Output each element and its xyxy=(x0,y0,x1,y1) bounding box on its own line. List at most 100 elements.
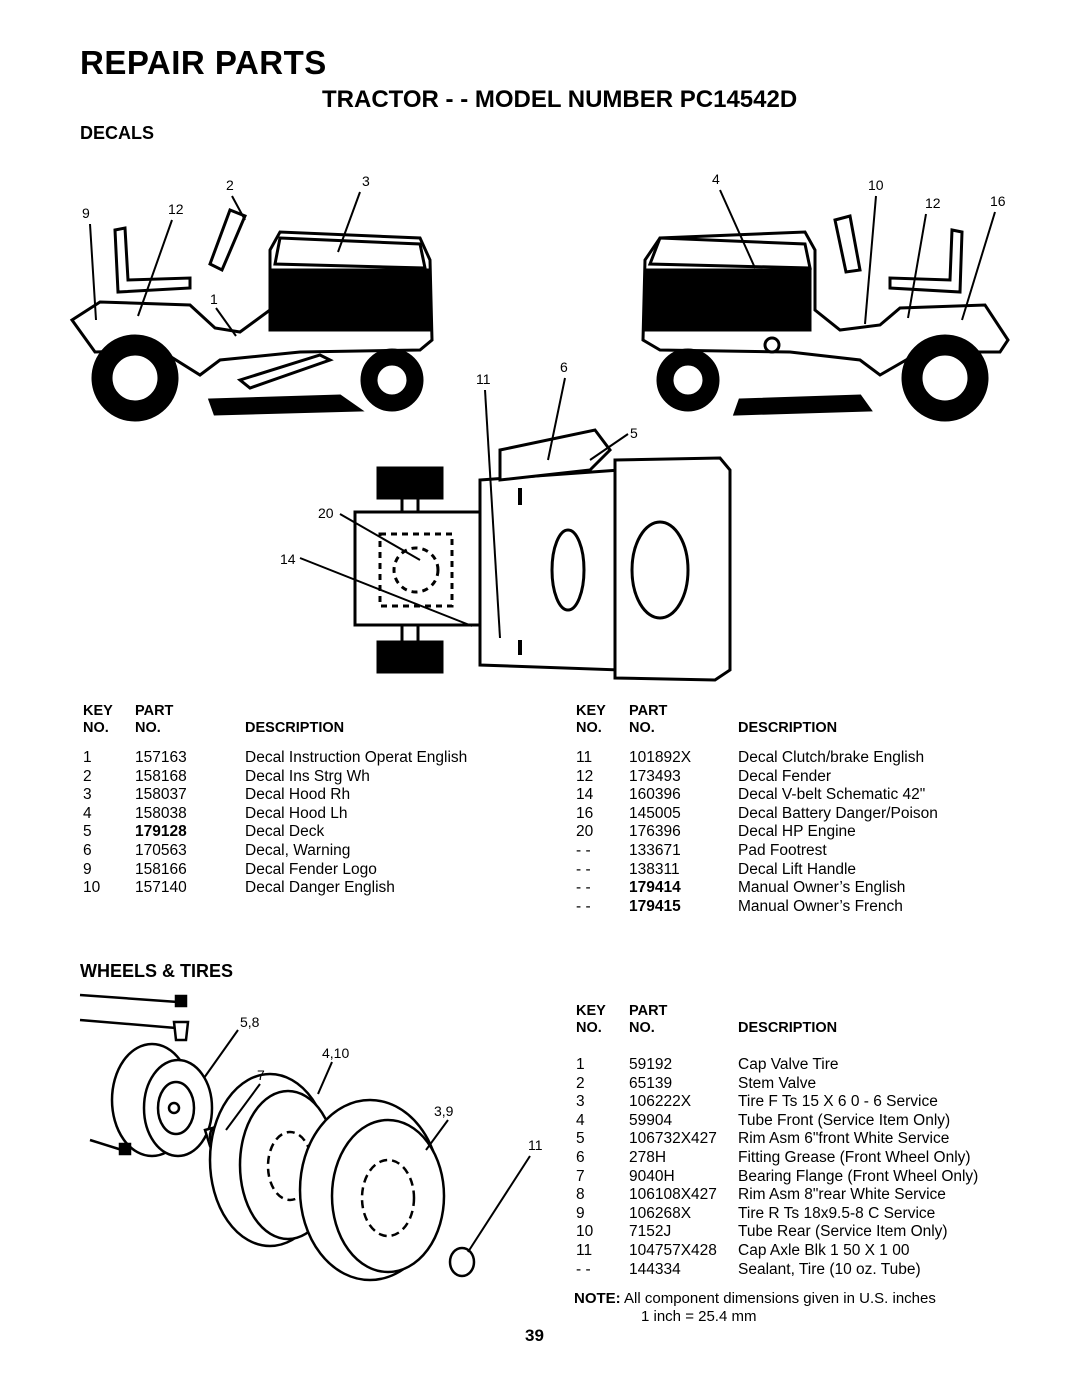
decals-left_rows-key-cell: 2 xyxy=(83,767,92,785)
callout-5: 5 xyxy=(630,425,638,441)
wheels-rows-desc-cell: Tire R Ts 18x9.5-8 C Service xyxy=(738,1204,936,1222)
wheels-rows-part-cell: 65139 xyxy=(629,1074,673,1092)
callout-20: 20 xyxy=(318,505,334,521)
decals-left_rows-desc-cell: Decal Hood Rh xyxy=(245,786,351,804)
decals-left_rows-key-cell: 1 xyxy=(83,749,92,766)
wheels-rows-part-cell: 59192 xyxy=(629,1056,673,1073)
callout-5-8: 5,8 xyxy=(240,1014,260,1030)
dimension-note: NOTE: All component dimensions given in … xyxy=(574,1290,936,1308)
page-number: 39 xyxy=(525,1326,544,1345)
decals-right_rows-part-cell: 145005 xyxy=(629,804,681,822)
decals-right_rows-desc-cell: Decal Clutch/brake English xyxy=(738,749,925,766)
wheels-rows-part-cell: 104757X428 xyxy=(629,1241,717,1259)
note-label: NOTE: xyxy=(574,1290,621,1307)
decals-right_rows-desc-cell: Decal Lift Handle xyxy=(738,860,857,878)
decals-right_rows-part-cell: 133671 xyxy=(629,841,681,859)
decals-right-table: 11 101892X Decal Clutch/brake English 12 173… xyxy=(576,749,998,916)
wheels-rows-desc-cell: Fitting Grease (Front Wheel Only) xyxy=(738,1148,971,1166)
callout-7: 7 xyxy=(257,1067,265,1083)
decals-left_rows-key-cell: 9 xyxy=(83,860,92,878)
decals-left_rows-part-cell: 158038 xyxy=(135,804,187,822)
decals-right_rows-part-cell: 101892X xyxy=(629,749,692,766)
wheels-diagram: 5,8 4,10 7 3,9 11 xyxy=(79,993,543,1282)
wheels-rows-key-cell: 11 xyxy=(576,1241,593,1259)
decals-left_rows-desc-cell: Decal Instruction Operat English xyxy=(245,749,468,766)
wheels-rows-desc-cell: Stem Valve xyxy=(738,1074,817,1092)
decals-right_rows-part-cell: 179414 xyxy=(629,879,681,897)
wheels-rows-part-cell: 144334 xyxy=(629,1260,681,1278)
wheels-heading: WHEELS & TIRES xyxy=(80,961,234,981)
model-subtitle: TRACTOR - - MODEL NUMBER PC14542D xyxy=(322,86,798,113)
wheels-rows-key-cell: 8 xyxy=(576,1186,585,1204)
wheels-rows-key-cell: 1 xyxy=(576,1056,585,1073)
wheel-parts-illustration xyxy=(79,993,476,1282)
wheels-rows-desc-cell: Cap Valve Tire xyxy=(738,1056,839,1073)
wheels-rows-row: 6 278H Fitting Grease (Front Wheel Only) xyxy=(576,1149,1018,1168)
wheels-rows-key-cell: - - xyxy=(576,1260,591,1278)
wheels-rows-part-cell: 106108X427 xyxy=(629,1186,717,1204)
wheels-rows-desc-cell: Tube Rear (Service Item Only) xyxy=(738,1223,948,1241)
decals-left_rows-row: 3 158037 Decal Hood Rh xyxy=(83,786,505,805)
wheels-rows-row: 9 106268X Tire R Ts 18x9.5-8 C Service xyxy=(576,1205,1018,1224)
wheels-rows-key-cell: 9 xyxy=(576,1204,585,1222)
wheels-header-desc: DESCRIPTION xyxy=(738,1020,838,1036)
decals-left_rows-part-cell: 158168 xyxy=(135,767,187,785)
decals-left_rows-key-cell: 4 xyxy=(83,804,92,822)
wheels-rows-desc-cell: Bearing Flange (Front Wheel Only) xyxy=(738,1167,979,1185)
wheel-leader-lines xyxy=(203,1029,531,1253)
decals-right_rows-desc-cell: Manual Owner’s French xyxy=(738,897,903,915)
decals-right_rows-part-cell: 173493 xyxy=(629,767,681,785)
tractor-left-side-illustration xyxy=(69,208,434,422)
decals-right_rows-desc-cell: Decal V-belt Schematic 42" xyxy=(738,786,926,804)
decals-left_rows-desc-cell: Decal Fender Logo xyxy=(245,860,377,878)
note-line-1: All component dimensions given in U.S. i… xyxy=(624,1290,936,1307)
wheels-rows-key-cell: 10 xyxy=(576,1223,594,1241)
decals-left_rows-desc-cell: Decal Deck xyxy=(245,823,325,841)
decals-right_rows-key-cell: - - xyxy=(576,879,591,897)
decals-left_rows-key-cell: 3 xyxy=(83,786,92,804)
page-title: REPAIR PARTS xyxy=(80,44,327,81)
callout-3: 3 xyxy=(362,173,370,189)
decals-right_rows-part-cell: 138311 xyxy=(629,860,680,878)
callout-11: 11 xyxy=(476,371,491,387)
decals-right_rows-key-cell: 16 xyxy=(576,804,594,822)
wheels-rows-key-cell: 4 xyxy=(576,1111,585,1129)
callout-3-9: 3,9 xyxy=(434,1103,454,1119)
wheels-rows-desc-cell: Tube Front (Service Item Only) xyxy=(738,1111,951,1129)
callout-14: 14 xyxy=(280,551,296,567)
callout-11: 11 xyxy=(528,1137,543,1153)
decals-left_rows-part-cell: 157140 xyxy=(135,879,187,897)
decals-right_rows-part-cell: 160396 xyxy=(629,786,681,804)
decals-left_rows-part-cell: 158037 xyxy=(135,786,187,804)
wheels-rows-row: 1 59192 Cap Valve Tire xyxy=(576,1056,1018,1075)
wheels-rows-part-cell: 106268X xyxy=(629,1204,692,1222)
decals-right_rows-key-cell: 12 xyxy=(576,767,594,785)
wheels-rows-desc-cell: Sealant, Tire (10 oz. Tube) xyxy=(738,1260,921,1278)
wheels-rows-key-cell: 6 xyxy=(576,1148,585,1166)
callout-leader-lines xyxy=(89,189,996,639)
decals-right_rows-key-cell: 11 xyxy=(576,749,593,766)
wheels-rows-part-cell: 278H xyxy=(629,1148,667,1166)
